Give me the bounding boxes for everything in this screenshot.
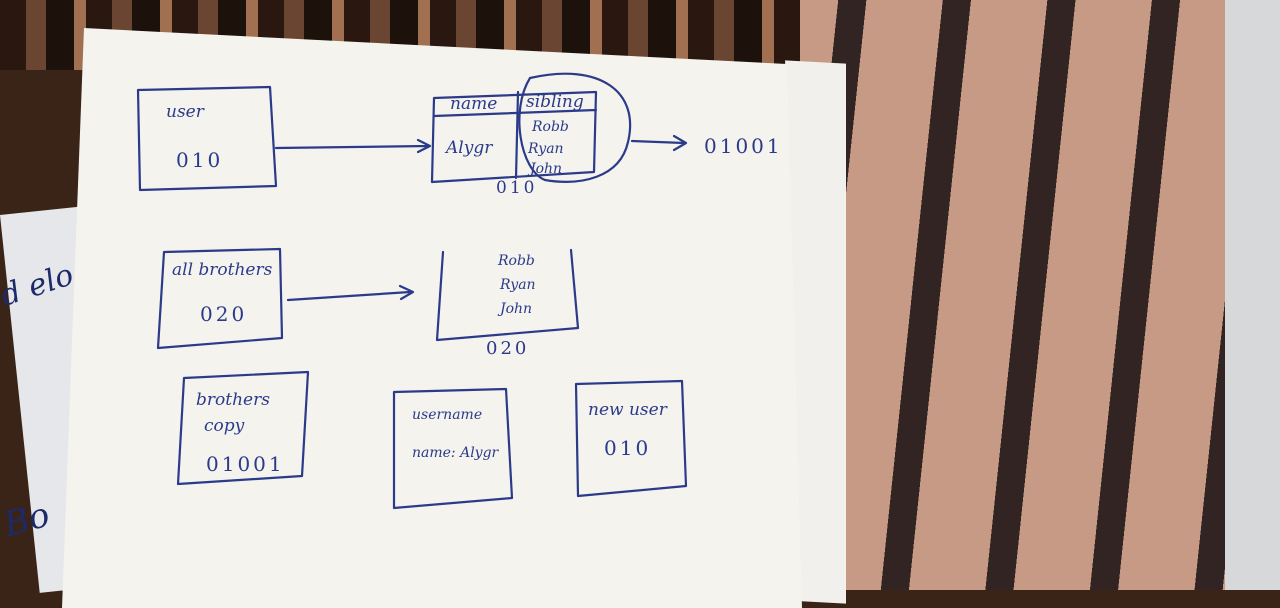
array-address: 020 (486, 338, 530, 359)
patterned-fabric (800, 0, 1280, 590)
all-brothers-label: all brothers (172, 260, 273, 280)
all-brothers-arrow (286, 284, 415, 302)
user-address: 010 (176, 148, 224, 172)
all-brothers-variable-box (156, 247, 284, 350)
array-item-3: John (500, 301, 533, 317)
new-user-label: new user (588, 400, 667, 420)
array-item-2: Ryan (500, 277, 536, 293)
user-variable-box (136, 85, 278, 192)
user-object-table (430, 90, 598, 184)
new-user-variable-box (574, 379, 688, 498)
all-brothers-address: 020 (200, 302, 248, 326)
username-object-box (392, 387, 514, 510)
new-user-address: 010 (604, 436, 652, 460)
brothers-copy-address: 01001 (206, 452, 285, 476)
brothers-copy-variable-box (176, 370, 310, 486)
sibling-item-1: Robb (532, 119, 569, 135)
fabric-edge (1225, 0, 1280, 590)
user-to-object-arrow (274, 138, 432, 154)
user-label: user (166, 102, 204, 122)
handwritten-diagram (136, 72, 688, 510)
sibling-ref-address: 01001 (704, 134, 783, 158)
sibling-ref-arrow (630, 134, 688, 152)
sibling-header: sibling (526, 92, 584, 112)
name-header: name (450, 94, 498, 114)
brothers-array-box (435, 248, 580, 342)
notebook-page (62, 28, 802, 608)
name-value: Alygr (446, 138, 493, 158)
sibling-circle (518, 72, 632, 183)
user-object-address: 010 (496, 178, 538, 198)
array-item-1: Robb (498, 253, 535, 269)
username-title: username (412, 407, 483, 423)
brothers-copy-label-1: brothers (196, 390, 270, 410)
sibling-item-2: Ryan (528, 141, 564, 157)
sibling-item-3: John (530, 161, 563, 177)
username-value: name: Alygr (412, 445, 499, 461)
brothers-copy-label-2: copy (204, 416, 245, 436)
